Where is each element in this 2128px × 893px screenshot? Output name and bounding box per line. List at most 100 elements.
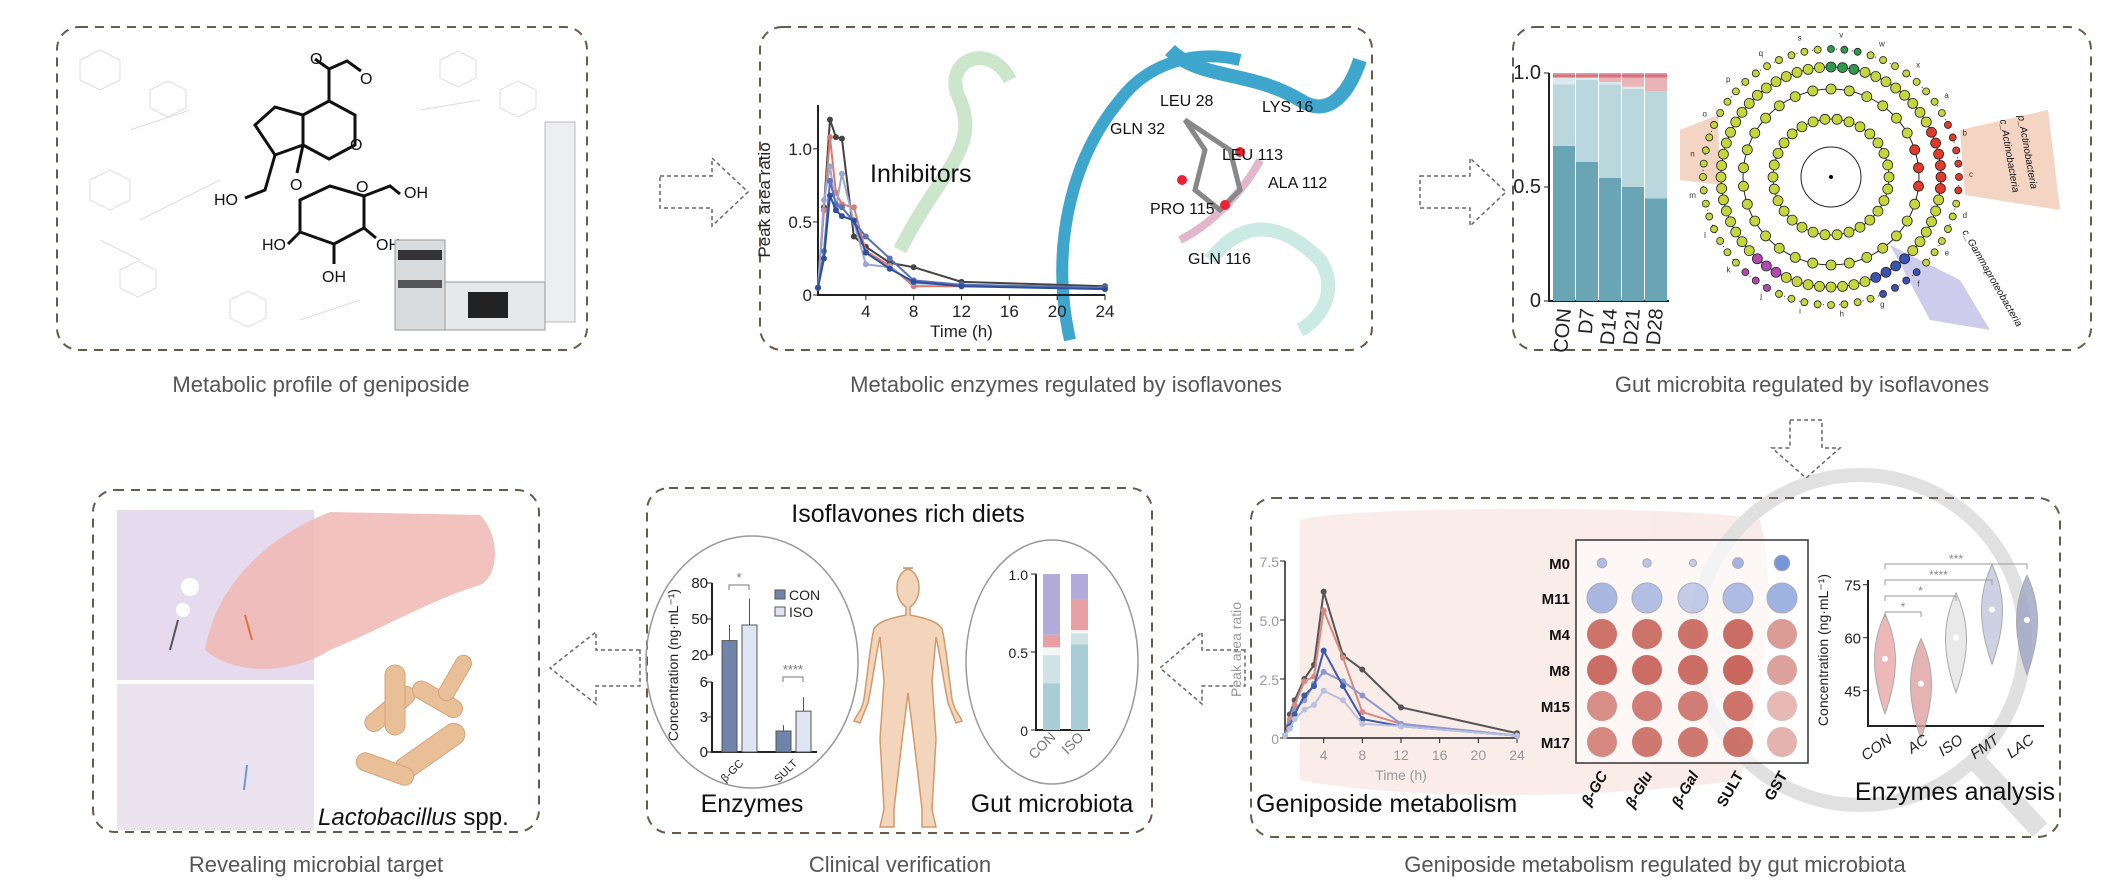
matrix-dot: [1723, 619, 1753, 649]
geniposide-metabolism-label: Geniposide metabolism: [1256, 790, 1517, 818]
y-tick-label: 6: [700, 674, 708, 691]
matrix-dot: [1723, 691, 1753, 721]
bar-segment: [1576, 74, 1598, 78]
violin: [1981, 563, 2003, 666]
row-label: M4: [1549, 627, 1570, 644]
data-point: [850, 233, 857, 240]
median-marker: [1918, 680, 1924, 687]
cladogram-node: [1699, 186, 1708, 195]
x-tick-label: 12: [1393, 747, 1409, 763]
cladogram-node: [1933, 148, 1944, 160]
cladogram-node: [1802, 64, 1814, 75]
y-tick-label: 75: [1844, 578, 1861, 595]
bar-segment: [1599, 73, 1621, 75]
data-point: [1286, 725, 1293, 732]
data-point: [826, 134, 833, 141]
bar-segment: [1622, 187, 1644, 301]
cladogram-node: [1751, 253, 1763, 265]
cladogram-node: [1760, 260, 1772, 272]
cladogram-node: [1778, 205, 1790, 217]
cladogram-node: [1813, 300, 1822, 309]
cladogram-node: [1741, 144, 1753, 156]
leaf-letter: d: [1963, 211, 1967, 220]
bar-segment: [1622, 77, 1644, 87]
x-axis-title: Time (h): [1375, 767, 1427, 783]
data-point: [826, 116, 833, 123]
matrix-dot: [1688, 558, 1698, 568]
y-tick-label: 80: [691, 575, 708, 592]
cladogram-ring: [1800, 146, 1862, 208]
bar-segment: [1622, 74, 1644, 78]
arrow-marker-icon: [244, 614, 253, 641]
cladogram-node: [1864, 214, 1876, 226]
svg-text:O: O: [360, 71, 372, 88]
data-point: [910, 278, 917, 285]
data-point: [838, 170, 845, 177]
legend-label: ISO: [789, 604, 813, 620]
data-point: [1282, 732, 1288, 739]
cladogram-node: [1736, 236, 1748, 248]
cladogram-node: [1909, 144, 1921, 156]
median-marker: [1953, 634, 1959, 641]
cladogram-node: [1736, 106, 1748, 118]
significance-label: ****: [783, 662, 803, 677]
matrix-dot: [1767, 691, 1797, 721]
data-point: [1102, 286, 1108, 293]
matrix-dot: [1632, 619, 1662, 649]
cladogram-node: [1738, 162, 1749, 174]
cladogram-node: [1922, 258, 1931, 267]
cladogram-node: [1937, 237, 1946, 245]
leaf-letter: k: [1727, 265, 1732, 274]
matrix-dot: [1632, 691, 1662, 721]
bar-segment: [1043, 574, 1060, 635]
data-point: [862, 249, 869, 256]
cladogram-node: [1749, 215, 1761, 227]
cladogram-node: [1922, 87, 1931, 96]
leaf-letter: p: [1726, 75, 1731, 84]
bar-segment: [1622, 73, 1644, 75]
cladogram-node: [1853, 47, 1862, 56]
legend-swatch: [774, 606, 786, 617]
cladogram-node: [1731, 258, 1740, 267]
clade-highlight-gammaproteobacteria: [1890, 245, 1990, 330]
bar-segment: [1576, 161, 1598, 301]
significance-bracket: [1884, 595, 1957, 601]
series-line: [1284, 591, 1518, 736]
y-tick-label: 7.5: [1260, 554, 1280, 570]
bar-segment: [1599, 82, 1621, 85]
bar-segment: [1043, 655, 1060, 684]
cladogram-node: [1879, 290, 1887, 298]
cladogram-root: [1829, 175, 1833, 179]
cladogram-node: [1948, 133, 1957, 142]
cladogram-node: [1934, 160, 1946, 171]
cladogram-node: [1872, 137, 1884, 149]
residue-labels: LEU 28 LYS 16 GLN 32 LEU 113 ALA 112 PRO…: [1110, 93, 1327, 268]
lc-ms-instrument: [394, 121, 576, 331]
leaf-letter: n: [1690, 149, 1694, 158]
cladogram-node: [1872, 205, 1884, 217]
y-tick-label: 5.0: [1260, 613, 1280, 629]
x-tick-label: D14: [1597, 308, 1622, 346]
cladogram-node: [1912, 268, 1921, 277]
cladogram-node: [1800, 298, 1809, 307]
cladogram-node: [1716, 109, 1725, 117]
y-tick-label: 3: [700, 709, 708, 726]
cladogram-node: [1701, 146, 1710, 155]
cladogram-node: [1843, 226, 1855, 238]
x-tick-label: LAC: [2004, 731, 2038, 762]
cladogram-node: [1738, 180, 1749, 192]
matrix-dot: [1587, 619, 1617, 649]
leaf-letter: v: [1839, 30, 1843, 39]
cladogram-node: [1899, 89, 1911, 101]
cladogram-node: [1825, 259, 1837, 271]
cladogram-node: [1699, 173, 1707, 181]
cladogram-node: [1848, 279, 1860, 290]
cladogram-node: [1952, 199, 1961, 208]
cladogram-node: [1770, 76, 1782, 88]
data-point: [1320, 668, 1327, 675]
geniposide-structure: [244, 57, 401, 264]
x-tick-label: 12: [952, 302, 971, 321]
data-point: [1514, 732, 1520, 739]
clade-highlight: [1680, 115, 1720, 185]
